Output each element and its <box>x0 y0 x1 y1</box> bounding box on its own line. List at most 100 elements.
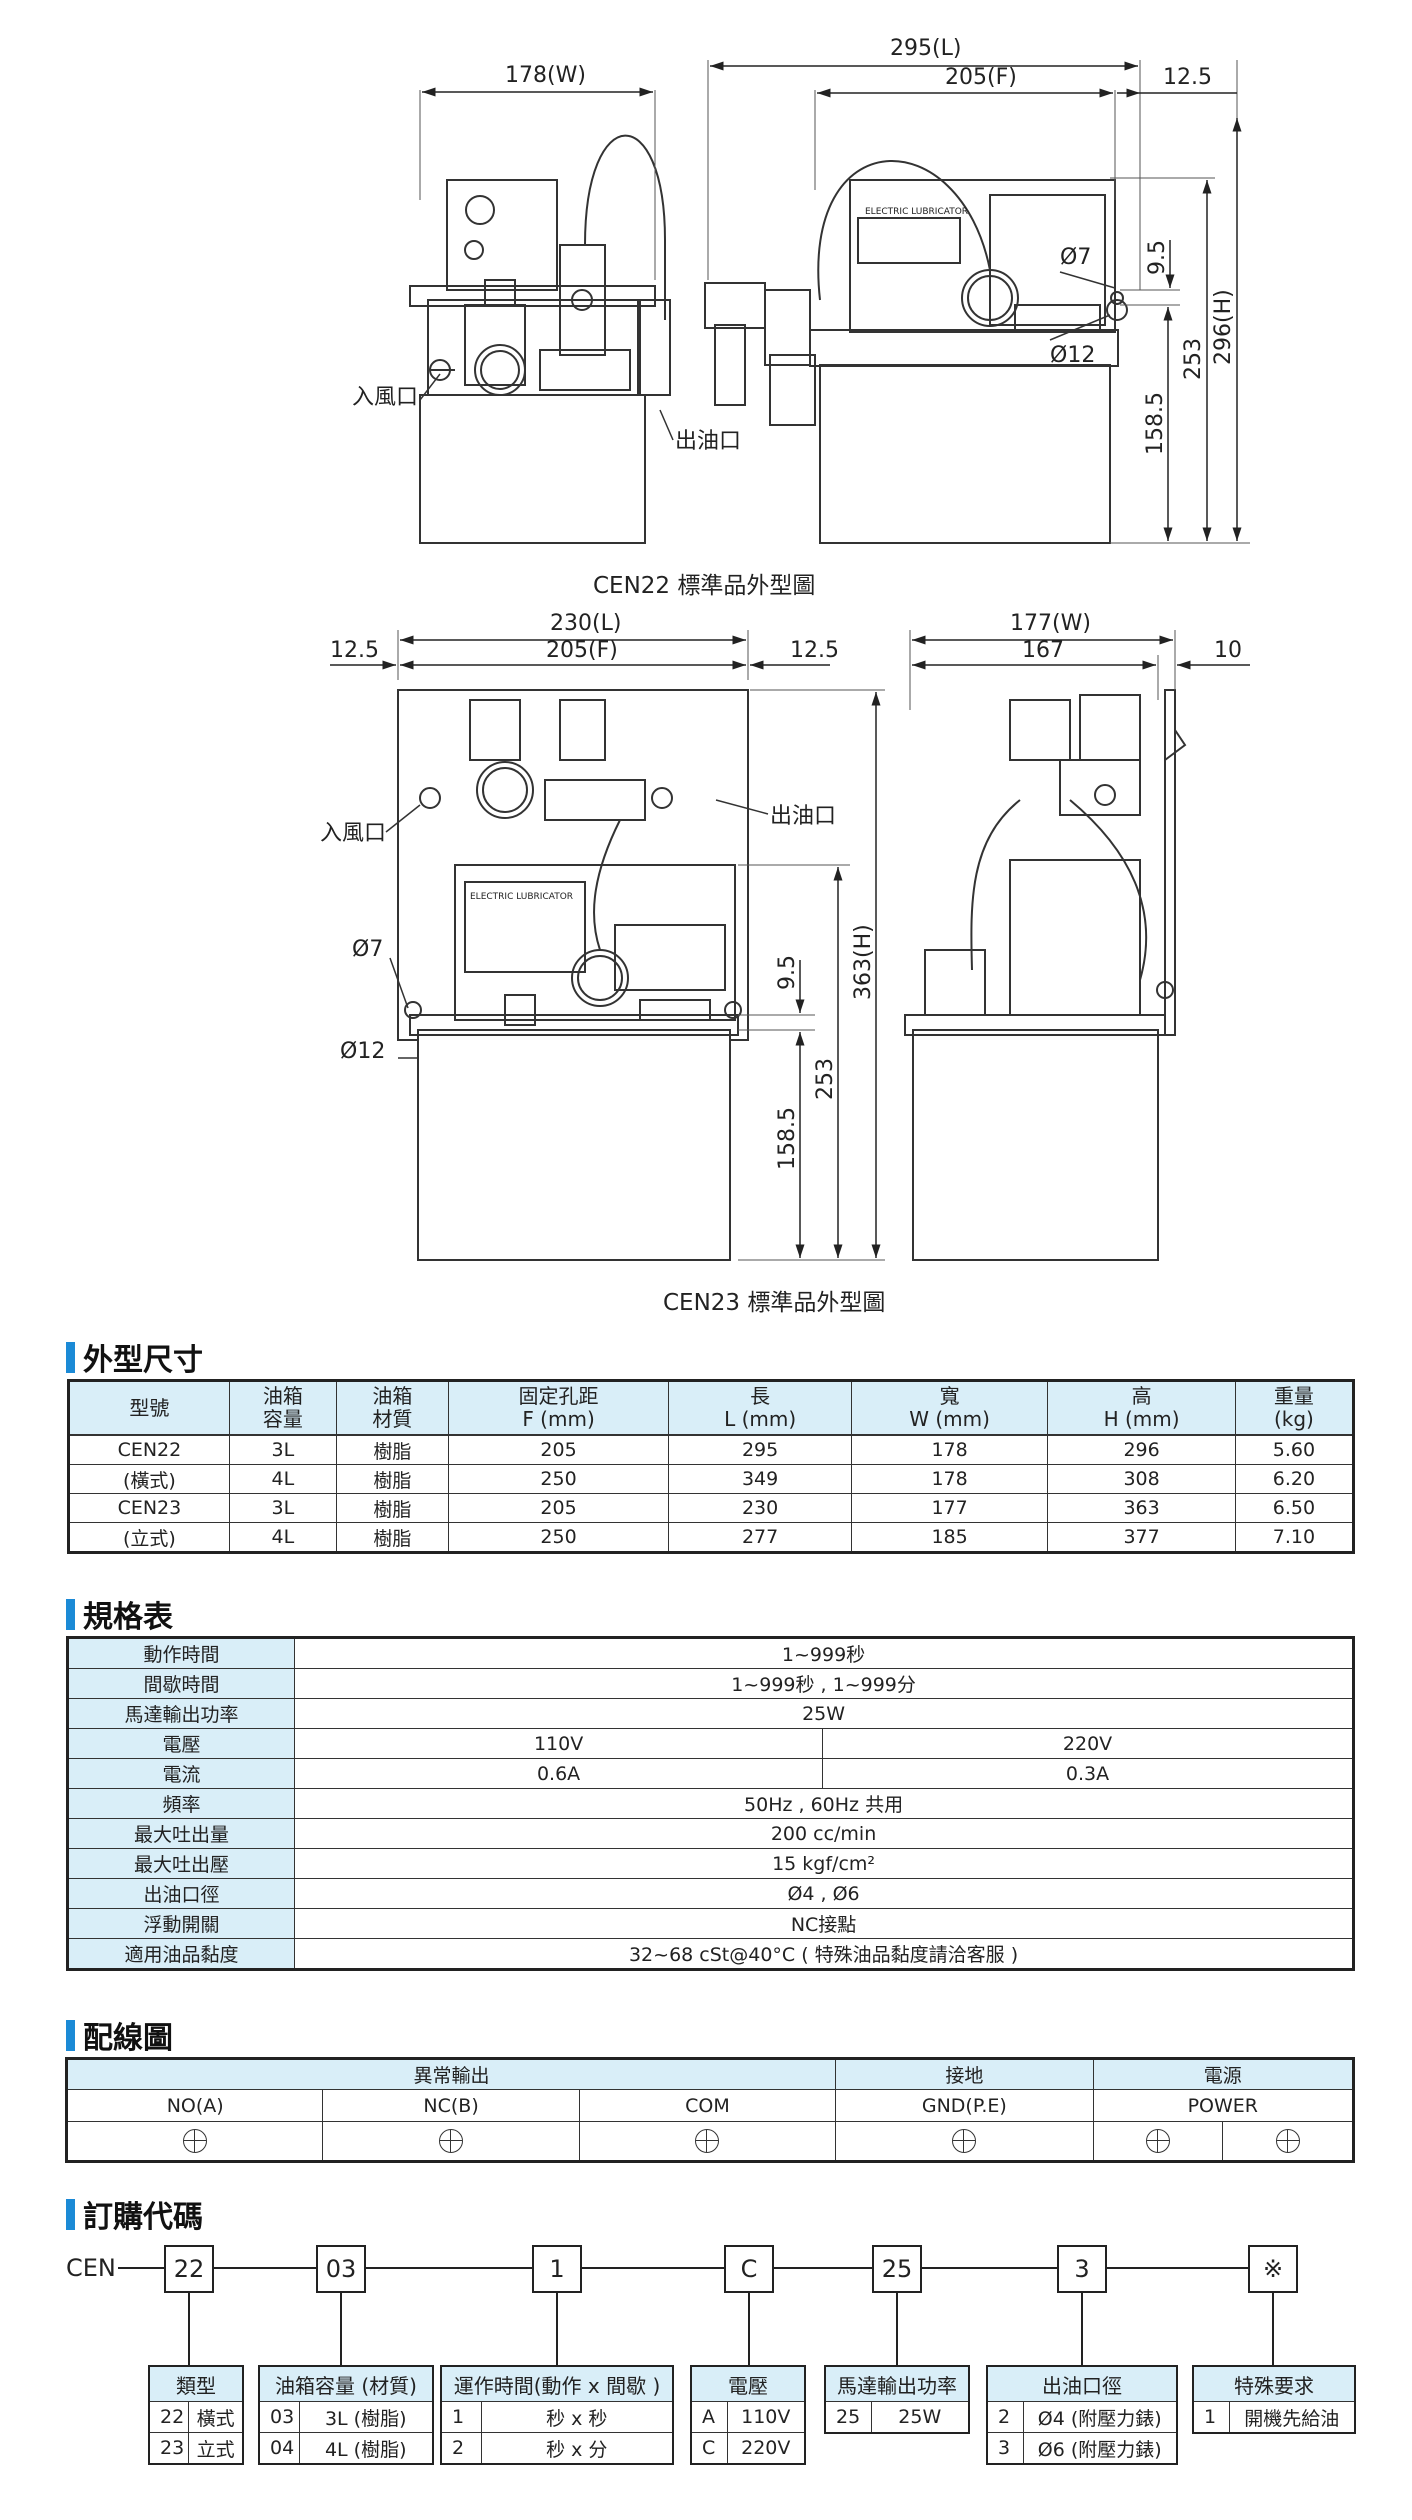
dimensions-cell-w: 177 <box>850 1493 1049 1523</box>
code-box-type: 22 <box>164 2245 214 2293</box>
spec-value-v1: 110V <box>294 1728 824 1759</box>
code-box-power: 25 <box>872 2245 922 2293</box>
dimensions-cell-mat: 樹脂 <box>335 1522 449 1553</box>
cen23-1585-dim: 158.5 <box>775 1107 800 1170</box>
cen23-front-view <box>397 689 749 1261</box>
cen23-95-dim: 9.5 <box>775 955 800 990</box>
spec-value: 15 kgf/cm² <box>294 1848 1354 1879</box>
cen22-1585-dim: 158.5 <box>1143 392 1168 455</box>
order-code-key: 22 <box>148 2401 190 2433</box>
cen22-length-dim: 295(L) <box>890 36 961 61</box>
order-code-prefix: CEN <box>66 2254 116 2282</box>
dimensions-header-cell: 型號 <box>68 1380 230 1436</box>
dimensions-cell-kg: 7.10 <box>1234 1522 1355 1553</box>
terminal-screw-cell <box>835 2121 1094 2162</box>
order-table-header: 電壓 <box>690 2365 806 2402</box>
cen22-95-dim: 9.5 <box>1145 240 1170 275</box>
terminal-no: NO(A) <box>65 2089 324 2122</box>
cen23-air-inlet-label: 入風口 <box>320 821 386 846</box>
dimensions-cell-l: 295 <box>668 1434 852 1465</box>
code-box-voltage: C <box>724 2245 774 2293</box>
order-code-key: 1 <box>1192 2401 1230 2434</box>
order-code-key: A <box>690 2401 728 2433</box>
order-table-header: 類型 <box>148 2365 244 2402</box>
terminal-screw-cell <box>65 2121 324 2162</box>
spec-label: 浮動開關 <box>66 1908 296 1939</box>
cen22-caption: CEN22 標準品外型圖 <box>593 573 816 599</box>
dimensions-header-cell: 寬 W (mm) <box>850 1380 1049 1436</box>
code-leader-line <box>1081 2291 1083 2365</box>
cen23-caption: CEN23 標準品外型圖 <box>663 1290 886 1316</box>
code-leader-line <box>896 2291 898 2365</box>
dimensions-cell-w: 178 <box>850 1434 1049 1465</box>
cen23-offset-right-dim: 12.5 <box>790 638 839 663</box>
order-code-key: 04 <box>258 2432 300 2465</box>
dimensions-header-cell: 固定孔距 F (mm) <box>447 1380 670 1436</box>
dimensions-cell-h: 296 <box>1047 1434 1236 1465</box>
dimensions-cell-cap: 3L <box>228 1434 337 1465</box>
dimensions-cell-cap: 4L <box>228 1522 337 1553</box>
order-code-key: 25 <box>824 2401 872 2434</box>
order-code-value: 立式 <box>188 2432 244 2465</box>
dimensions-header-cell: 長 L (mm) <box>668 1380 852 1436</box>
spec-value-v2: 0.3A <box>822 1758 1354 1789</box>
dimensions-cell-model: (立式) <box>68 1522 230 1553</box>
cen22-253-dim: 253 <box>1181 338 1206 380</box>
cen23-167-dim: 167 <box>1022 638 1064 663</box>
dimensions-cell-f: 205 <box>447 1434 670 1465</box>
cen23-oil-outlet-label: 出油口 <box>770 804 836 829</box>
wiring-group-ground: 接地 <box>835 2058 1094 2090</box>
cen22-air-inlet-label: 入風口 <box>352 385 418 410</box>
spec-label: 出油口徑 <box>66 1878 296 1909</box>
terminal-screw-cell <box>1222 2121 1354 2162</box>
terminal-screw-icon <box>695 2129 720 2153</box>
spec-label: 電壓 <box>66 1728 296 1759</box>
terminal-screw-icon <box>1145 2129 1170 2153</box>
spec-title-text: 規格表 <box>83 1600 173 1635</box>
dimensions-cell-l: 349 <box>668 1464 852 1494</box>
order-code-connector <box>118 2267 1268 2269</box>
terminal-screw-icon <box>952 2129 977 2153</box>
order-code-value: 開機先給油 <box>1228 2401 1356 2434</box>
wiring-title-text: 配線圖 <box>83 2021 173 2056</box>
dimensions-cell-model: CEN23 <box>68 1493 230 1523</box>
order-table-header: 特殊要求 <box>1192 2365 1356 2402</box>
section-marker <box>66 2198 75 2230</box>
spec-label: 動作時間 <box>66 1637 296 1669</box>
dimensions-cell-cap: 4L <box>228 1464 337 1494</box>
cen22-height-dim: 296(H) <box>1211 289 1236 365</box>
order-table-header: 運作時間(動作 x 間歇 ) <box>440 2365 674 2402</box>
terminal-gnd: GND(P.E) <box>835 2089 1094 2122</box>
spec-label: 最大吐出壓 <box>66 1848 296 1879</box>
spec-value: 200 cc/min <box>294 1818 1354 1849</box>
cen22-d12-dim: Ø12 <box>1050 343 1095 368</box>
dimensions-cell-w: 185 <box>850 1522 1049 1553</box>
spec-value: 1~999秒 , 1~999分 <box>294 1668 1354 1699</box>
dimensions-cell-mat: 樹脂 <box>335 1434 449 1465</box>
dimensions-cell-mat: 樹脂 <box>335 1493 449 1523</box>
order-code-key: 1 <box>440 2401 482 2433</box>
dimensions-header-row: 型號油箱 容量油箱 材質固定孔距 F (mm)長 L (mm)寬 W (mm)高… <box>68 1380 1355 1436</box>
order-table-header: 馬達輸出功率 <box>824 2365 970 2402</box>
code-box-outlet: 3 <box>1057 2245 1107 2293</box>
terminal-screw-icon <box>1275 2129 1300 2153</box>
wiring-group-abnormal: 異常輸出 <box>65 2058 837 2090</box>
wiring-section-title: 配線圖 <box>66 2018 173 2056</box>
section-marker <box>66 2019 75 2051</box>
spec-label: 頻率 <box>66 1788 296 1819</box>
